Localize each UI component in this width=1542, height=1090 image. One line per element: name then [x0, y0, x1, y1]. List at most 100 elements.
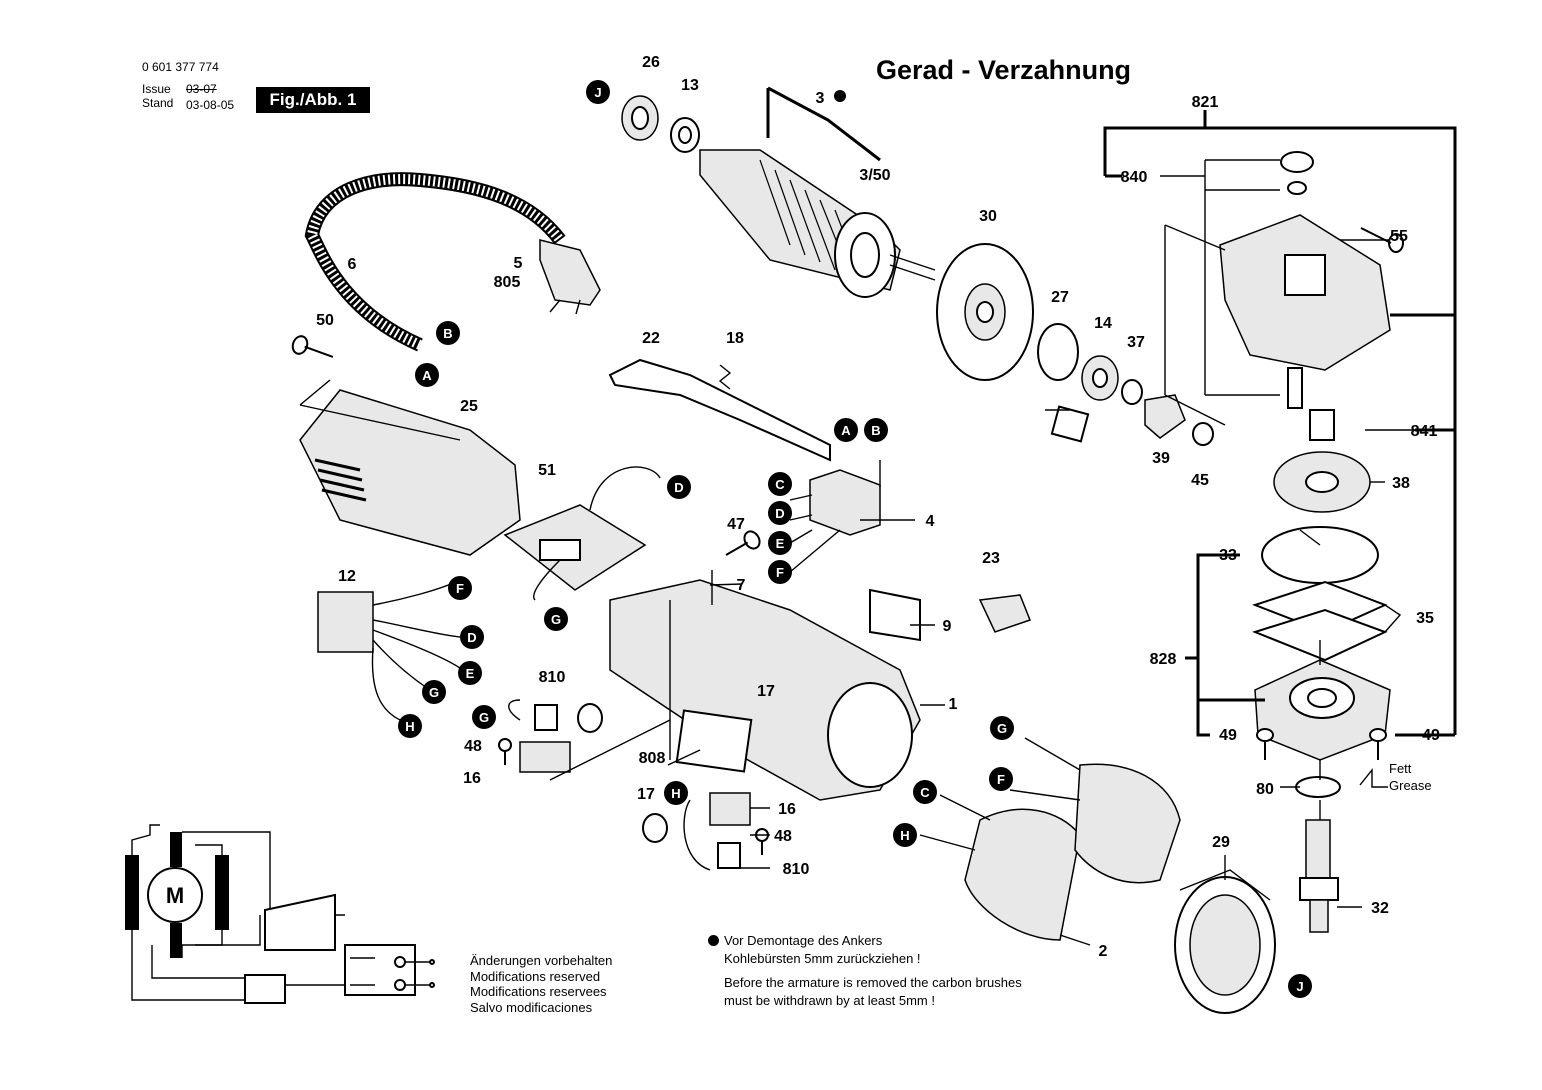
callout-45: 45: [1191, 472, 1209, 489]
armature-note-dot: [834, 90, 846, 102]
connector-h: H: [893, 823, 917, 847]
connector-h: H: [398, 714, 422, 738]
callout-6: 6: [348, 256, 357, 273]
callout-3: 3: [816, 90, 825, 107]
armature-note: Vor Demontage des Ankers Kohlebürsten 5m…: [708, 932, 1022, 1010]
terminal-block-part-4: [809, 469, 881, 536]
fan-part-30: [936, 243, 1034, 381]
connector-circle: [864, 418, 888, 442]
stand-date: 03-08-05: [186, 98, 235, 112]
callout-numbers: 1233/50458056791213141616171718222325262…: [316, 54, 1440, 960]
plug-part-5: [539, 239, 601, 306]
modifications-note: Änderungen vorbehalten Modifications res…: [470, 953, 612, 1015]
callout-2: 2: [1099, 943, 1108, 960]
connector-b: B: [436, 321, 460, 345]
stand-label: Stand: [142, 96, 174, 110]
connector-c: C: [913, 780, 937, 804]
callout-7: 7: [737, 577, 746, 594]
connector-g: G: [990, 716, 1014, 740]
nut-part-45: [1192, 422, 1214, 446]
label-part-9: [869, 588, 921, 642]
connector-letter: B: [443, 326, 452, 341]
connector-letter: D: [674, 480, 683, 495]
connector-letter: H: [671, 786, 680, 801]
assembly-brackets: [1103, 110, 1457, 908]
power-cord-part-6: [304, 172, 601, 352]
connector-circle: [768, 531, 792, 555]
connector-letter: G: [997, 721, 1007, 736]
callout-17: 17: [637, 786, 655, 803]
grease-note-en: Grease: [1389, 778, 1432, 793]
screws: [291, 227, 1404, 855]
callout-821: 821: [1192, 94, 1219, 111]
connector-c: C: [768, 472, 792, 496]
armature-note-de-1: Vor Demontage des Ankers: [724, 933, 883, 948]
connector-d: D: [768, 501, 792, 525]
connector-letter: H: [405, 719, 414, 734]
connector-e: E: [458, 661, 482, 685]
callout-13: 13: [681, 77, 699, 94]
callout-38: 38: [1392, 475, 1410, 492]
connector-circle: [472, 705, 496, 729]
motor-housing-part-25: [299, 389, 521, 556]
motor-housing-part-1: [609, 579, 921, 801]
connector-circle: [893, 823, 917, 847]
brush-holder-part-16-left: [508, 699, 603, 773]
callout-47: 47: [727, 516, 745, 533]
connector-letter: A: [422, 368, 432, 383]
connector-circle: [415, 363, 439, 387]
callout-22: 22: [642, 330, 660, 347]
callout-841: 841: [1411, 423, 1438, 440]
callout-30: 30: [979, 208, 997, 225]
connector-a: A: [834, 418, 858, 442]
callout-39: 39: [1152, 450, 1170, 467]
bearing-part-26: [621, 95, 659, 141]
connector-letter: C: [920, 785, 930, 800]
callout-80: 80: [1256, 781, 1274, 798]
callout-26: 26: [642, 54, 660, 71]
callout-828: 828: [1150, 651, 1177, 668]
armature-part-3: [699, 149, 936, 298]
callout-16: 16: [778, 801, 796, 818]
ring-part-27: [1037, 323, 1079, 381]
connector-circle: [448, 576, 472, 600]
callout-33: 33: [1219, 547, 1237, 564]
spindle-part-32: [1299, 819, 1339, 933]
connector-letter: C: [775, 477, 785, 492]
callout-48: 48: [774, 828, 792, 845]
connector-d: D: [460, 625, 484, 649]
connector-circle: [834, 418, 858, 442]
connector-j: J: [586, 80, 610, 104]
callout-49: 49: [1219, 727, 1237, 744]
connector-circle: [989, 767, 1013, 791]
callout-810: 810: [783, 861, 810, 878]
modifications-en: Modifications reserved: [470, 968, 601, 984]
issue-date: 03-07: [186, 82, 217, 96]
callout-32: 32: [1371, 900, 1389, 917]
brush-holder-part-16-right: [642, 792, 751, 871]
callout-37: 37: [1127, 334, 1145, 351]
part-number: 0 601 377 774: [142, 60, 219, 74]
seal-ring-part-33: [1261, 526, 1379, 584]
connector-b: B: [864, 418, 888, 442]
callout-23: 23: [982, 550, 1000, 567]
callout-808: 808: [639, 750, 666, 767]
diagram-title: Gerad - Verzahnung: [876, 55, 1132, 85]
callout-27: 27: [1051, 289, 1069, 306]
callout-29: 29: [1212, 834, 1230, 851]
callout-49: 49: [1422, 727, 1440, 744]
label-part-23: [978, 594, 1031, 633]
connector-j: J: [1288, 974, 1312, 998]
callout-3-50: 3/50: [859, 167, 890, 184]
armature-note-en-1: Before the armature is removed the carbo…: [724, 975, 1022, 990]
connector-circle: [990, 716, 1014, 740]
bearing-flange: [1254, 659, 1391, 761]
connector-letter: G: [479, 710, 489, 725]
connector-circle: [422, 680, 446, 704]
switch-part-51: [503, 466, 661, 601]
bevel-gear-part-38: [1273, 451, 1371, 513]
washer-part-37: [1121, 379, 1143, 405]
